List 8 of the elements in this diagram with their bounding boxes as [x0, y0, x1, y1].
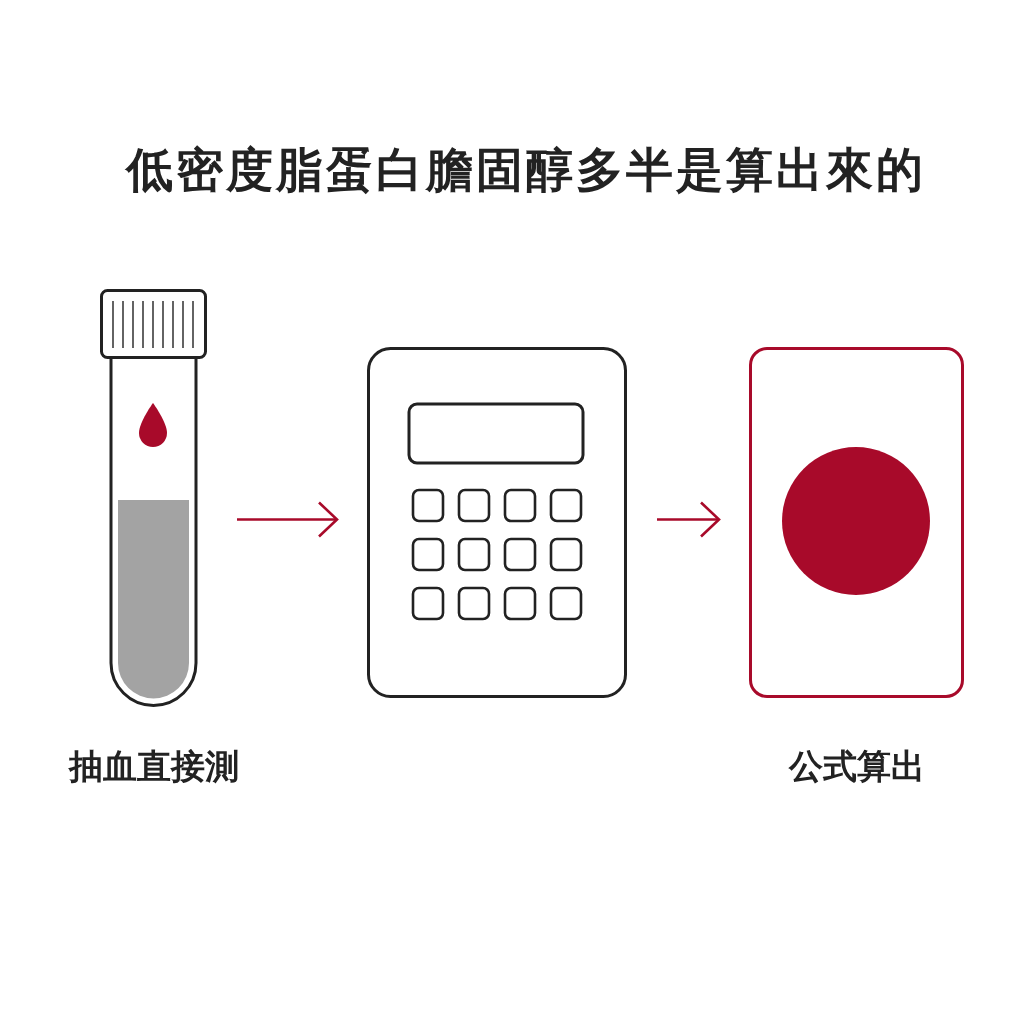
arrow: [237, 501, 339, 538]
title: 低密度脂蛋白膽固醇多半是算出來的: [126, 142, 926, 199]
calculator: [367, 347, 627, 698]
card: [749, 347, 964, 698]
arrow: [657, 501, 721, 538]
test-tube: [100, 289, 207, 708]
node-label: 公式算出: [788, 746, 925, 787]
node-label: 抽血直接測: [68, 746, 239, 787]
